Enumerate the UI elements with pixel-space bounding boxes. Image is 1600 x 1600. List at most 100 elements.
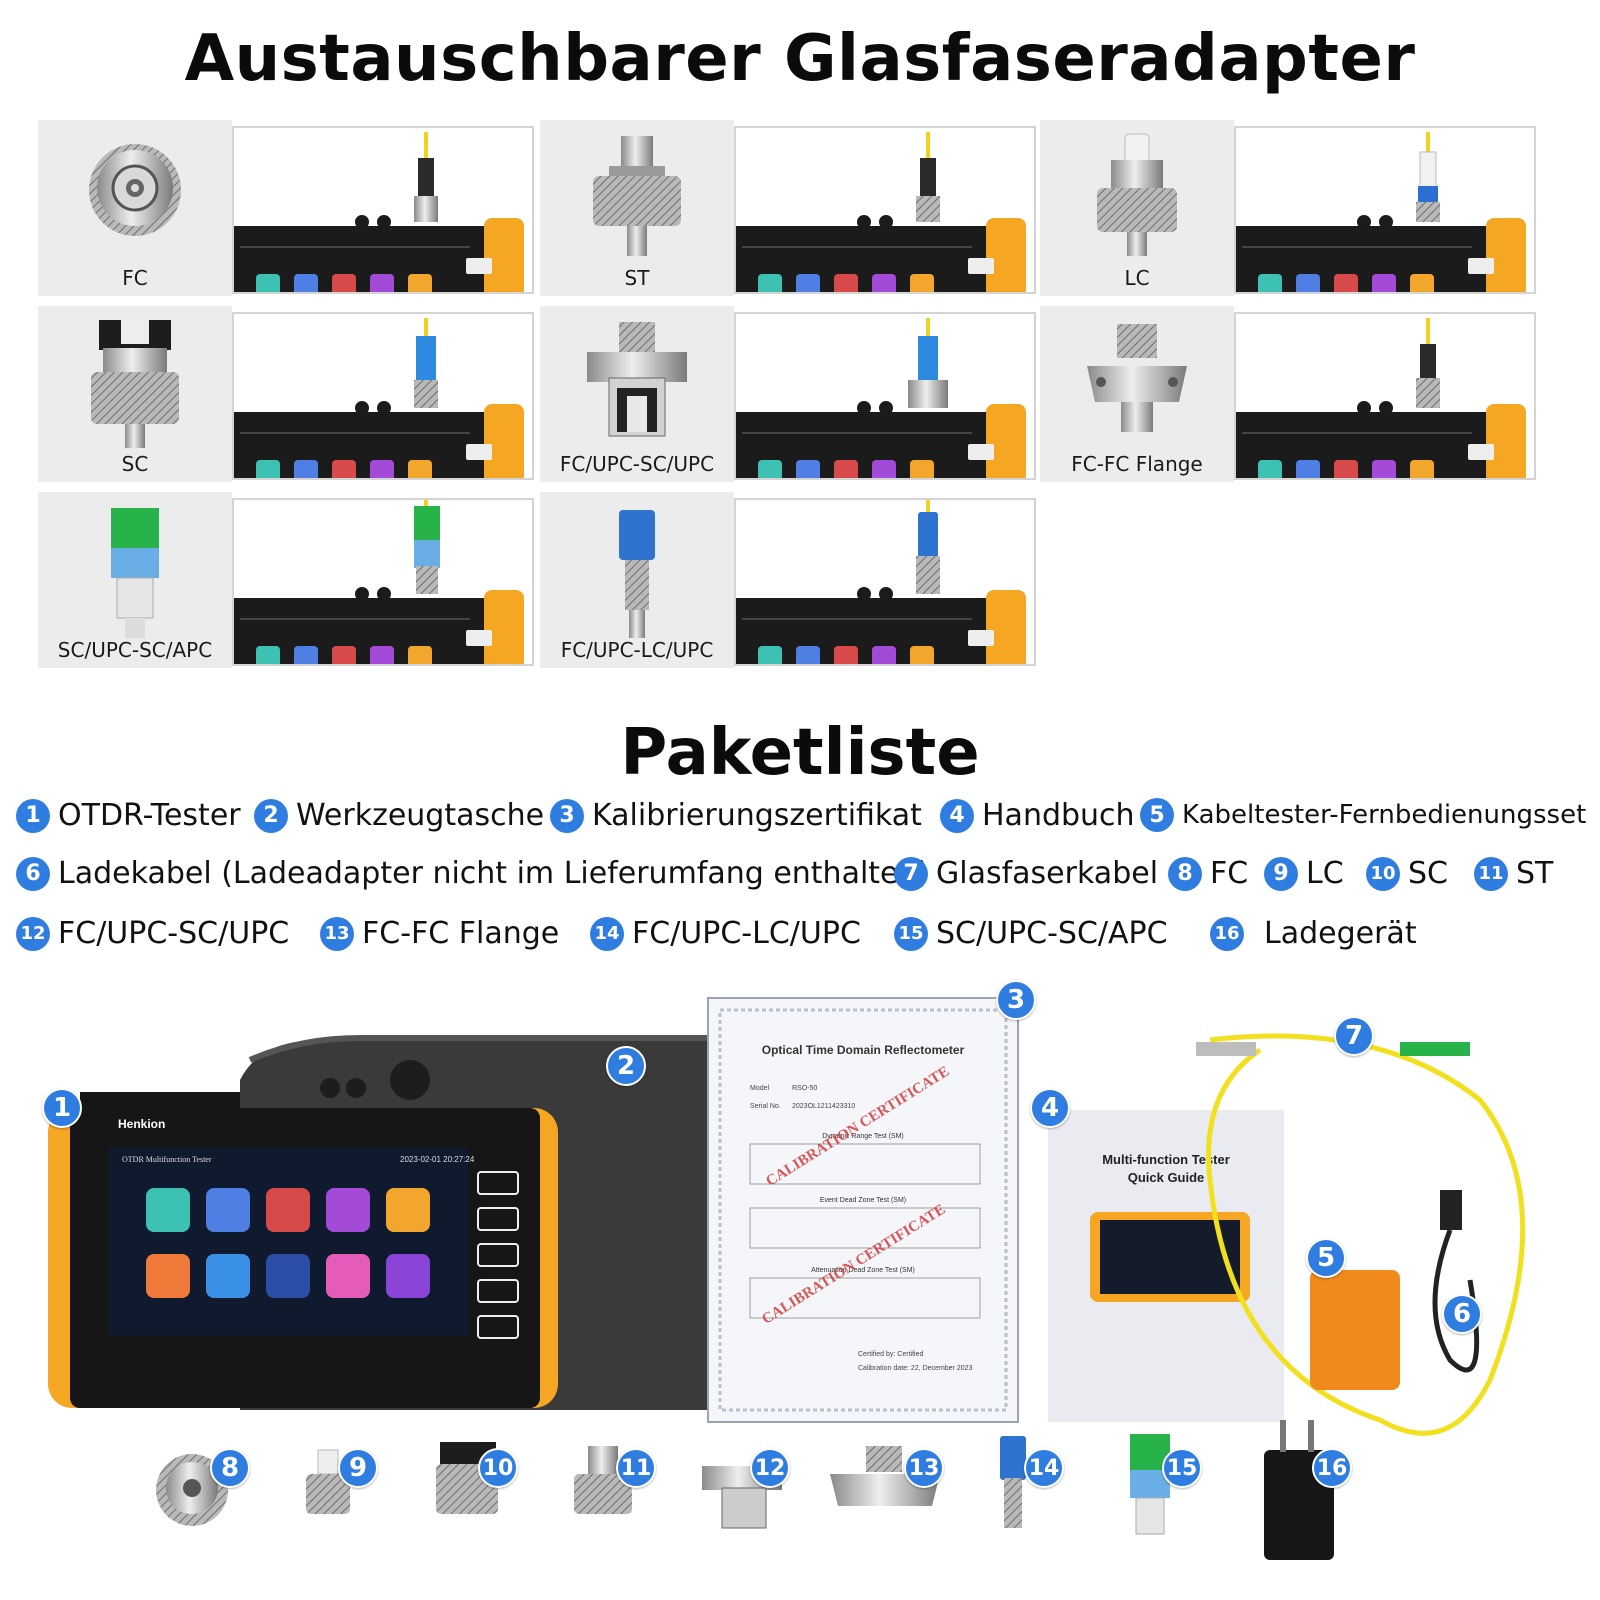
- item-label: FC/UPC-SC/UPC: [58, 916, 290, 951]
- callout-5: 5: [1306, 1238, 1346, 1278]
- adapter-card-sc: SC: [38, 306, 538, 482]
- adapter-thumbnail: SC: [38, 306, 232, 482]
- adapter-mounted-photo: [232, 498, 534, 666]
- certificate-serial-label: Serial No.: [750, 1103, 781, 1110]
- item-number: 4: [940, 798, 974, 833]
- adapter-card-fcupc-lcupc: FC/UPC-LC/UPC: [540, 492, 1040, 668]
- adapter-card-fc: FC: [38, 120, 538, 296]
- adapter-thumbnail: FC/UPC-LC/UPC: [540, 492, 734, 668]
- item-label: FC/UPC-LC/UPC: [632, 916, 861, 951]
- callout-7: 7: [1334, 1016, 1374, 1056]
- item-label: Werkzeugtasche: [296, 798, 545, 833]
- certificate-model-label: Model: [750, 1085, 770, 1092]
- item-label: Ladegerät: [1264, 916, 1417, 951]
- manual-title-line1: Multi-function Tester: [1102, 1152, 1230, 1167]
- callout-16: 16: [1312, 1448, 1352, 1488]
- cable-tester-remote: [1310, 1270, 1400, 1390]
- callout-8: 8: [210, 1448, 250, 1488]
- adapter-mounted-photo: [734, 498, 1036, 666]
- item-number: 1: [16, 798, 50, 833]
- item-label: Glasfaserkabel: [936, 856, 1159, 891]
- package-contents-photo: Henkion OTDR Multifunction Tester 2023-0…: [48, 997, 1526, 1560]
- quick-guide-manual: Multi-function Tester Quick Guide: [1048, 1110, 1284, 1422]
- adapter-thumbnail: ST: [540, 120, 734, 296]
- app-ls-icon: [326, 1188, 370, 1232]
- adapter-card-fc-fc-flange: FC-FC Flange: [1040, 306, 1540, 482]
- adapter-thumbnail: LC: [1040, 120, 1234, 296]
- callout-2: 2: [606, 1046, 646, 1086]
- item-number: 8: [1168, 856, 1202, 891]
- adapter-scupc-scapc-item: [1130, 1434, 1170, 1535]
- app-otdr-icon: [146, 1188, 190, 1232]
- adapter-label: SC: [121, 452, 149, 476]
- adapter-label: FC-FC Flange: [1071, 452, 1203, 476]
- callout-9: 9: [338, 1448, 378, 1488]
- item-number: 14: [590, 916, 624, 951]
- st-adapter-icon: [593, 136, 681, 256]
- adapter-label: FC/UPC-LC/UPC: [560, 638, 714, 662]
- item-label: Ladekabel (Ladeadapter nicht im Lieferum…: [58, 856, 930, 891]
- certificate-title: Optical Time Domain Reflectometer: [762, 1043, 965, 1057]
- adapter-label: ST: [624, 266, 650, 290]
- item-label: Kabeltester-Fernbedienungsset: [1182, 800, 1587, 830]
- certificate-section-3: Attenuation Dead Zone Test (SM): [811, 1267, 915, 1274]
- app-optical-loss-icon: [386, 1188, 430, 1232]
- callout-15: 15: [1162, 1448, 1202, 1488]
- adapter-mounted-photo: [232, 312, 534, 480]
- callout-6: 6: [1442, 1294, 1482, 1334]
- fiber-optic-cable: [1196, 1033, 1526, 1436]
- charger: [1264, 1420, 1334, 1560]
- item-number: 12: [16, 916, 50, 951]
- device-brand: Henkion: [118, 1117, 165, 1131]
- adapter-card-fcupc-scupc: FC/UPC-SC/UPC: [540, 306, 1040, 482]
- adapter-thumbnail: FC-FC Flange: [1040, 306, 1234, 482]
- callout-11: 11: [616, 1448, 656, 1488]
- adapter-mounted-photo: [1234, 126, 1536, 294]
- certificate-certified-by: Certified by: Certified: [858, 1351, 923, 1358]
- adapter-mounted-photo: [734, 126, 1036, 294]
- callout-1: 1: [42, 1088, 82, 1128]
- item-number: 2: [254, 798, 288, 833]
- adapter-lc-item: [306, 1449, 350, 1514]
- item-number: 13: [320, 916, 354, 951]
- adapter-thumbnail: FC/UPC-SC/UPC: [540, 306, 734, 482]
- zoom-key-icon: [477, 1279, 519, 1303]
- item-label: ST: [1516, 856, 1554, 891]
- app-opm-icon: [206, 1188, 250, 1232]
- fcupc-lcupc-adapter-icon: [619, 510, 655, 638]
- item-label: FC: [1210, 856, 1249, 891]
- callout-14: 14: [1024, 1448, 1064, 1488]
- adapter-st-item: [574, 1446, 632, 1514]
- adapter-card-st: ST: [540, 120, 1040, 296]
- item-number: 16: [1210, 916, 1244, 951]
- item-label: Handbuch: [982, 798, 1135, 833]
- app-cable-length-icon: [206, 1254, 250, 1298]
- item-label: Kalibrierungszertifikat: [592, 798, 922, 833]
- item-label: LC: [1306, 856, 1344, 891]
- device-screen-time: 2023-02-01 20:27:24: [400, 1155, 475, 1164]
- adapter-label: FC/UPC-SC/UPC: [559, 452, 715, 476]
- adapter-label: LC: [1124, 266, 1150, 290]
- certificate-model-value: RSO-50: [792, 1085, 817, 1092]
- callout-13: 13: [904, 1448, 944, 1488]
- item-label: SC/UPC-SC/APC: [936, 916, 1168, 951]
- section-title-package: Paketliste: [620, 716, 980, 790]
- item-number: 10: [1366, 856, 1400, 891]
- manual-title-line2: Quick Guide: [1128, 1170, 1205, 1185]
- fcupc-scupc-adapter-icon: [587, 322, 687, 437]
- app-usb-fiber-icon: [326, 1254, 370, 1298]
- adapter-card-lc: LC: [1040, 120, 1540, 296]
- calibration-certificate: Optical Time Domain Reflectometer Model …: [707, 997, 1019, 1423]
- device-screen-title: OTDR Multifunction Tester: [122, 1155, 212, 1164]
